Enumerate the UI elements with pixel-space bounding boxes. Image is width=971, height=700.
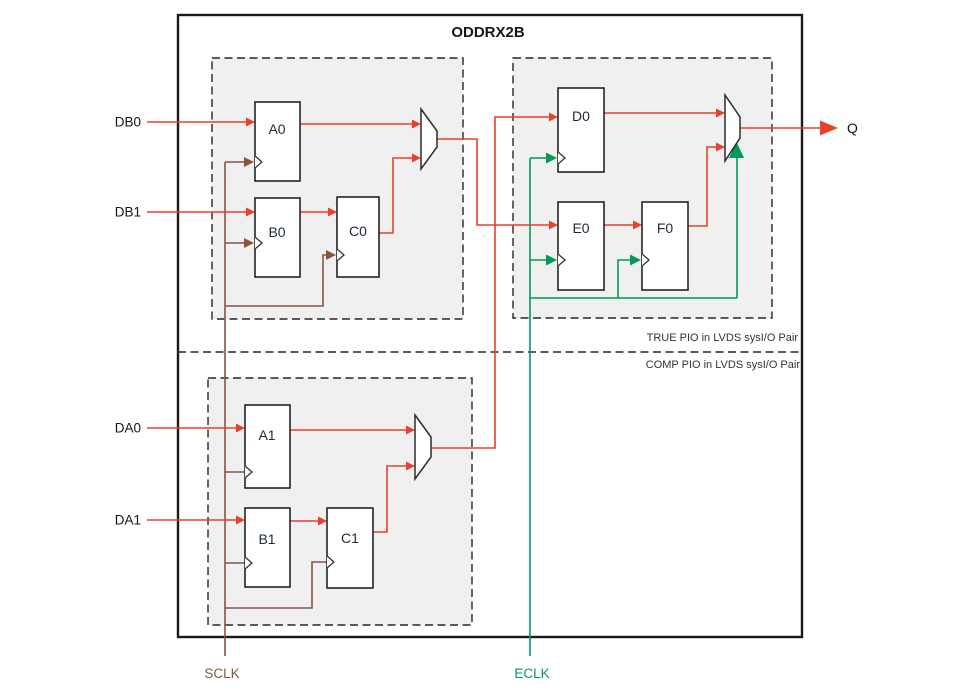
clock-chevron-icon (557, 253, 566, 267)
c1-out-arrowhead-icon (406, 461, 415, 471)
flipflop-c1-box (326, 507, 374, 589)
flipflop-b0-box (254, 197, 301, 278)
db1-label: DB1 (115, 205, 141, 220)
clock-chevron-icon (244, 465, 253, 479)
b1-out-arrowhead-icon (318, 516, 327, 526)
flipflop-c0-label: C0 (349, 223, 367, 239)
comp-path-mux (414, 412, 432, 482)
db0-label: DB0 (115, 115, 141, 130)
flipflop-f0-label: F0 (657, 220, 674, 236)
clock-chevron-icon (244, 556, 253, 570)
comp-pio-region-label: COMP PIO in LVDS sysI/O Pair (646, 359, 801, 371)
flipflop-a0-box (254, 101, 301, 182)
flipflop-a1: A1 (244, 404, 291, 489)
db0-arrowhead-icon (246, 117, 255, 127)
flipflop-a0-label: A0 (268, 121, 285, 137)
clock-chevron-icon (254, 155, 263, 169)
c1-out-wire (373, 465, 406, 533)
c0-out-arrowhead-icon (412, 153, 421, 163)
flipflop-c1: C1 (326, 507, 374, 589)
flipflop-b1-label: B1 (258, 531, 275, 547)
a0-out-arrowhead-icon (412, 119, 421, 129)
diagram-title: ODDRX2B (451, 24, 525, 41)
da0-arrowhead-icon (236, 423, 245, 433)
clock-chevron-icon (557, 151, 566, 165)
eclk-d0-arrowhead-icon (546, 152, 557, 164)
f0-out-wire (688, 146, 716, 227)
flipflop-d0-box (557, 87, 605, 173)
true-pio-region-label: TRUE PIO in LVDS sysI/O Pair (647, 332, 799, 344)
comp-mux-to-d0-wire (431, 116, 549, 449)
eclk-e0-arrowhead-icon (546, 254, 557, 266)
da1-arrowhead-icon (236, 515, 245, 525)
clock-chevron-icon (254, 236, 263, 250)
q-arrowhead-icon (820, 120, 838, 136)
primitive-outer-box (176, 13, 804, 639)
flipflop-d0: D0 (557, 87, 605, 173)
true-path-mux (420, 106, 438, 172)
flipflop-a0: A0 (254, 101, 301, 182)
e0-out-arrowhead-icon (633, 220, 642, 230)
db1-arrowhead-icon (246, 207, 255, 217)
flipflop-e0: E0 (557, 201, 605, 291)
flipflop-c1-label: C1 (341, 530, 359, 546)
flipflop-a1-box (244, 404, 291, 489)
sclk-c0-branch (225, 254, 328, 307)
flipflop-e0-box (557, 201, 605, 291)
b0-out-arrowhead-icon (328, 207, 337, 217)
eclk-label: ECLK (514, 666, 549, 681)
flipflop-f0: F0 (641, 201, 689, 291)
clock-chevron-icon (641, 253, 650, 267)
true-mux-to-e0-wire (437, 138, 549, 226)
clock-chevron-icon (336, 248, 345, 262)
sclk-c1-branch (225, 561, 327, 609)
true-sclk-dashed-region (211, 57, 464, 320)
d0-in-arrowhead-icon (549, 112, 558, 122)
sclk-label: SCLK (204, 666, 239, 681)
da0-label: DA0 (115, 421, 141, 436)
eclk-mux-select-arrowhead-icon (729, 142, 744, 158)
flipflop-a1-label: A1 (258, 427, 275, 443)
clock-chevron-icon (326, 555, 335, 569)
flipflop-d0-label: D0 (572, 108, 590, 124)
q-label: Q (847, 120, 858, 136)
eclk-f0-arrowhead-icon (630, 254, 641, 266)
sclk-net: SCLK (204, 157, 336, 681)
flipflop-b1: B1 (244, 507, 291, 588)
flipflop-c0-box (336, 196, 380, 278)
da1-label: DA1 (115, 513, 141, 528)
flipflop-b0: B0 (254, 197, 301, 278)
a1-out-arrowhead-icon (406, 425, 415, 435)
data-net (147, 108, 838, 533)
d0-out-arrowhead-icon (716, 108, 725, 118)
sclk-b0-arrowhead-icon (244, 238, 254, 248)
output-mux (724, 92, 741, 164)
flipflop-c0: C0 (336, 196, 380, 278)
sclk-a0-arrowhead-icon (244, 157, 254, 167)
flipflop-b1-box (244, 507, 291, 588)
f0-out-arrowhead-icon (716, 142, 725, 152)
flipflop-e0-label: E0 (572, 220, 589, 236)
sclk-c0-arrowhead-icon (326, 250, 336, 260)
eclk-net: ECLK (514, 142, 744, 681)
e0-in-arrowhead-icon (549, 220, 558, 230)
eclk-f0-branch (617, 259, 632, 298)
flipflop-b0-label: B0 (268, 224, 285, 240)
c0-out-wire (379, 157, 412, 234)
flipflop-f0-box (641, 201, 689, 291)
